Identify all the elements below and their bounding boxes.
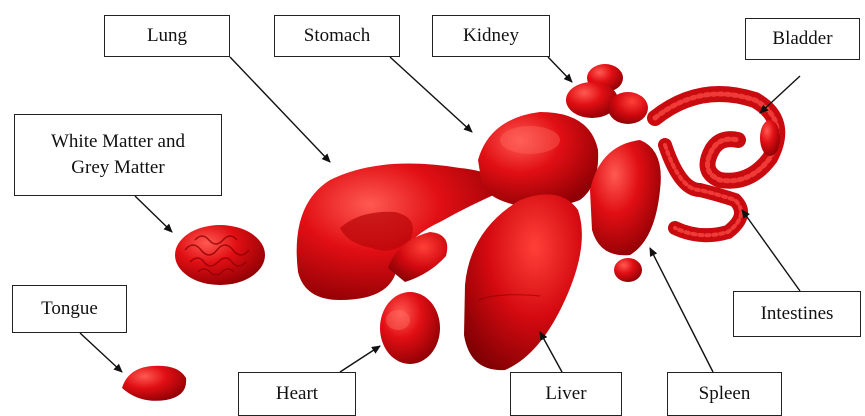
liver-arrow [540,332,562,372]
kidney-arrow [548,57,572,82]
label-intestines: Intestines [733,291,861,337]
label-white-grey-matter: White Matter and Grey Matter [14,114,222,196]
label-kidney: Kidney [432,15,550,57]
bladder-arrow [760,76,800,113]
label-heart: Heart [238,372,356,416]
label-spleen: Spleen [667,372,782,416]
label-lung: Lung [104,15,230,57]
brain-shape [175,225,265,285]
stomach-arrow [390,57,472,132]
label-bladder: Bladder [745,18,860,60]
stomach-shape [478,112,598,207]
intestines-shape [655,94,780,235]
label-stomach: Stomach [274,15,400,57]
intestines-arrow [742,210,800,291]
tongue-shape [122,366,186,401]
kidney-shape [566,64,648,124]
liver-shape [464,194,582,370]
label-liver: Liver [510,372,622,416]
tongue-arrow [80,333,122,372]
spleen-arrow [650,248,713,372]
spleen-shape [590,140,661,282]
heart-arrow [340,346,380,372]
label-tongue: Tongue [12,285,127,333]
lung-arrow [230,57,330,162]
brain-arrow [135,196,172,232]
heart-shape [380,292,440,364]
